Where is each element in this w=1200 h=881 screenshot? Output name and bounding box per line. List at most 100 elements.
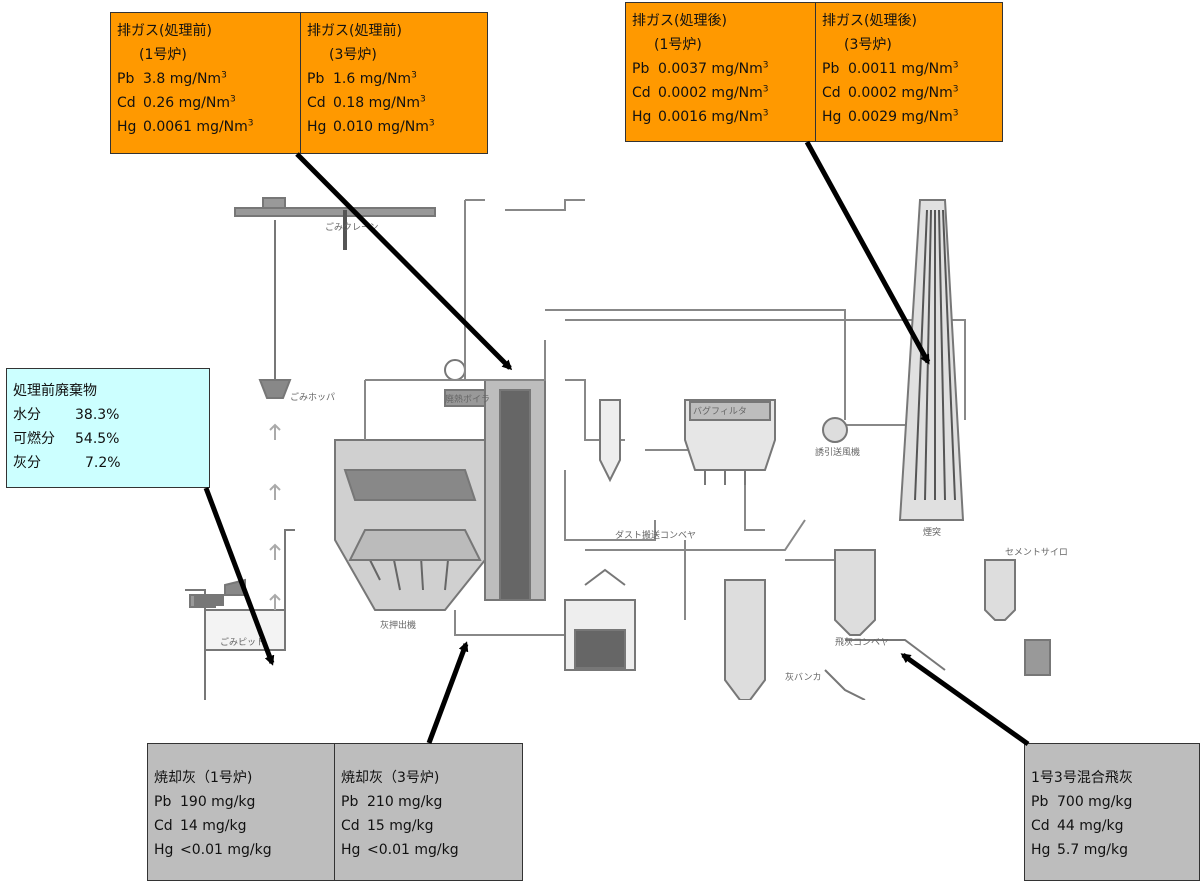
unit-exponent: 3 <box>763 108 769 118</box>
fly-ash-row: Hg5.7 mg/kg <box>1031 838 1200 862</box>
pollutant-value: 14 mg/kg <box>180 818 247 834</box>
pollutant-label: Cd <box>822 81 848 105</box>
label-waste-pit: ごみピット <box>220 636 265 648</box>
waste-value: 54.5% <box>75 431 119 447</box>
pollutant-label: Hg <box>632 105 658 129</box>
pollutant-value: 210 mg/kg <box>367 794 442 810</box>
ash-row: Hg<0.01 mg/kg <box>154 838 334 862</box>
ash-row: Pb210 mg/kg <box>341 790 524 814</box>
incineration-process-diagram: ごみクレーン ごみホッパ ごみピット バグフィルタ 誘引送風機 煙突 廃熱ボイラ… <box>145 140 1165 700</box>
label-induced-fan: 誘引送風機 <box>815 446 860 458</box>
pollutant-value: 190 mg/kg <box>180 794 255 810</box>
unit-exponent: 3 <box>221 70 227 80</box>
pollutant-value: 1.6 mg/Nm <box>333 71 411 87</box>
label-hopper: ごみホッパ <box>290 391 335 403</box>
unit-exponent: 3 <box>230 94 236 104</box>
pollutant-label: Cd <box>1031 814 1057 838</box>
pollutant-value: 15 mg/kg <box>367 818 434 834</box>
pollutant-value: 0.26 mg/Nm <box>143 95 230 111</box>
unit-exponent: 3 <box>953 60 959 70</box>
pollutant-value: 0.0029 mg/Nm <box>848 109 953 125</box>
waste-title: 処理前廃棄物 <box>13 379 209 403</box>
label-refuse-crane: ごみクレーン <box>325 221 379 233</box>
label-ash-conveyor: 灰押出機 <box>380 619 416 631</box>
exhaust-after-subtitle: (1号炉) <box>632 33 815 57</box>
pollutant-value: 3.8 mg/Nm <box>143 71 221 87</box>
ash-row: Hg<0.01 mg/kg <box>341 838 524 862</box>
pollutant-label: Hg <box>822 105 848 129</box>
reaction-tower <box>600 400 620 480</box>
unit-exponent: 3 <box>763 60 769 70</box>
pollutant-label: Hg <box>307 115 333 139</box>
exhaust-before-subtitle: (3号炉) <box>307 43 489 67</box>
ash-row: Cd15 mg/kg <box>341 814 524 838</box>
dump-truck <box>195 580 245 605</box>
pollutant-label: Pb <box>341 790 367 814</box>
waste-pit <box>185 530 295 700</box>
pollutant-value: 0.0037 mg/Nm <box>658 61 763 77</box>
induced-fan <box>823 418 847 442</box>
pollutant-label: Hg <box>341 838 367 862</box>
unit-exponent: 3 <box>953 108 959 118</box>
unit-exponent: 3 <box>248 118 254 128</box>
pollutant-label: Hg <box>117 115 143 139</box>
stack <box>900 200 963 520</box>
unit-exponent: 3 <box>953 84 959 94</box>
pollutant-label: Hg <box>1031 838 1057 862</box>
incinerator-furnace <box>335 440 485 610</box>
pollutant-label: Cd <box>307 91 333 115</box>
unit-exponent: 3 <box>429 118 435 128</box>
exhaust-row: Cd0.0002 mg/Nm3 <box>632 81 815 105</box>
waste-label: 可燃分 <box>13 427 75 451</box>
exhaust-before-title: 排ガス(処理前) <box>117 19 300 43</box>
exhaust-after-title: 排ガス(処理後) <box>632 9 815 33</box>
unit-exponent: 3 <box>763 84 769 94</box>
pollutant-value: 0.0016 mg/Nm <box>658 109 763 125</box>
exhaust-after-title: 排ガス(処理後) <box>822 9 1004 33</box>
waste-value: 7.2% <box>85 455 121 471</box>
label-bag-filter: バグフィルタ <box>693 405 747 417</box>
pollutant-value: 0.010 mg/Nm <box>333 119 429 135</box>
fly-ash-title: 1号3号混合飛灰 <box>1031 766 1200 790</box>
pollutant-value: 5.7 mg/kg <box>1057 842 1128 858</box>
unit-exponent: 3 <box>411 70 417 80</box>
exhaust-before-title: 排ガス(処理前) <box>307 19 489 43</box>
pollutant-value: 0.0061 mg/Nm <box>143 119 248 135</box>
pit-up-arrows <box>270 425 280 610</box>
exhaust-before-subtitle: (1号炉) <box>117 43 300 67</box>
label-dust-conveyor: ダスト搬送コンベヤ <box>615 529 696 541</box>
label-boiler: 廃熱ボイラ <box>445 393 490 405</box>
exhaust-after-subtitle: (3号炉) <box>822 33 1004 57</box>
label-cement-silo: セメントサイロ <box>1005 547 1068 558</box>
pollutant-label: Pb <box>154 790 180 814</box>
pollutant-label: Cd <box>154 814 180 838</box>
waste-row: 水分38.3% <box>13 403 209 427</box>
label-fly-ash-conveyor: 飛灰コンベヤ <box>835 636 889 648</box>
label-stack: 煙突 <box>923 526 941 538</box>
pollutant-label: Pb <box>822 57 848 81</box>
pollutant-label: Pb <box>1031 790 1057 814</box>
pollutant-value: 700 mg/kg <box>1057 794 1132 810</box>
waste-label: 水分 <box>13 403 75 427</box>
